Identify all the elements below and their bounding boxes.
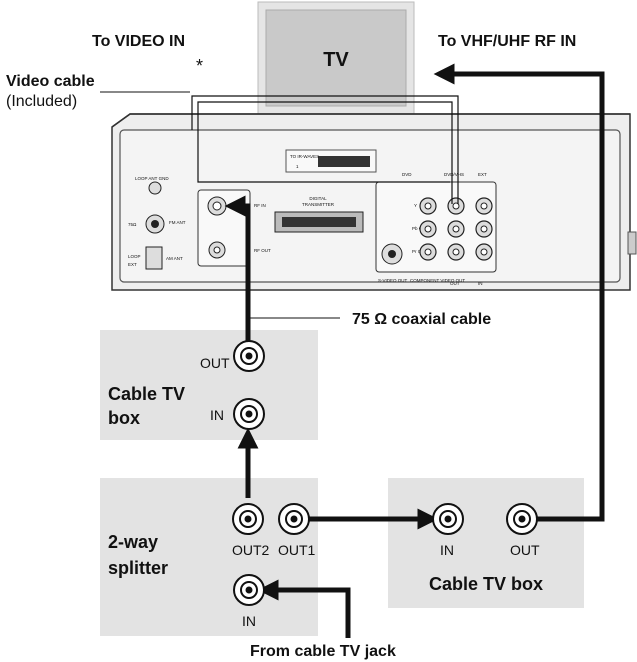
ext-label: EXT [478, 172, 487, 177]
asterisk-label: * [196, 56, 203, 76]
pb-label: Pb Cb [412, 226, 425, 231]
right-box-label: Cable TV box [429, 574, 543, 594]
cable-box-in-label: IN [210, 407, 224, 423]
rf-in-label: RF IN [254, 203, 266, 208]
cable-box-out-label: OUT [200, 355, 230, 371]
coax-to-rf-in [224, 195, 251, 356]
panel-in-label: IN [478, 281, 483, 286]
rf-out-label: RF OUT [254, 248, 271, 253]
video-cable-outer [191, 95, 459, 204]
ohm75-label: 75Ω [128, 222, 137, 227]
splitter-box [100, 478, 318, 636]
panel-out-label: OUT [450, 281, 460, 286]
dvd-vhs-label: DVD/VHS [444, 172, 464, 177]
to-ir-label: TO IR-WAVES [290, 154, 319, 159]
out2-label: OUT2 [232, 542, 270, 558]
out1-label: OUT1 [278, 542, 316, 558]
splitter-label-1: 2-way [108, 532, 158, 552]
cable-box-top-label-2: box [108, 408, 140, 428]
transmitter-label: TRANSMITTER [302, 202, 335, 207]
to-video-in-label: To VIDEO IN [92, 33, 185, 50]
splitter-in-label: IN [242, 613, 256, 629]
y-label: Y [414, 203, 417, 208]
from-jack-label: From cable TV jack [250, 643, 396, 660]
tv-label: TV [323, 49, 349, 71]
right-box-out-label: OUT [510, 542, 540, 558]
ext-small-label: EXT [128, 262, 137, 267]
pr-label: Pr Cr [412, 249, 423, 254]
gnd-label: LOOP ANT GND [135, 176, 169, 181]
video-cable-inner [197, 101, 453, 204]
right-box-in-label: IN [440, 542, 454, 558]
tv-box: TV [257, 1, 415, 115]
dvd-label: DVD [402, 172, 412, 177]
fm-ant-label: FM ANT [169, 220, 186, 225]
splitter-label-2: splitter [108, 558, 168, 578]
right-box-to-tv [433, 63, 605, 522]
cable-box-top-label-1: Cable TV [108, 384, 185, 404]
svideo-label: S-VIDEO OUT [378, 278, 408, 283]
to-vhf-uhf-label: To VHF/UHF RF IN [438, 33, 576, 50]
component-label: COMPONENT VIDEO OUT [410, 278, 465, 283]
cable-box-right [388, 478, 584, 608]
connectors [232, 340, 538, 606]
jack-to-splitter [257, 579, 351, 638]
coax-label: 75 Ω coaxial cable [352, 311, 491, 328]
loop-label: LOOP [128, 254, 141, 259]
video-cable-label: Video cable [6, 73, 95, 90]
included-label: (Included) [6, 93, 77, 110]
cable-box-top [100, 330, 318, 440]
rear-panel: LOOP ANT GND 75Ω FM ANT LOOP EXT AM ANT … [111, 113, 637, 291]
digital-label: DIGITAL [309, 196, 327, 201]
uplink-label: 1 [296, 164, 299, 169]
am-ant-label: AM ANT [166, 256, 183, 261]
